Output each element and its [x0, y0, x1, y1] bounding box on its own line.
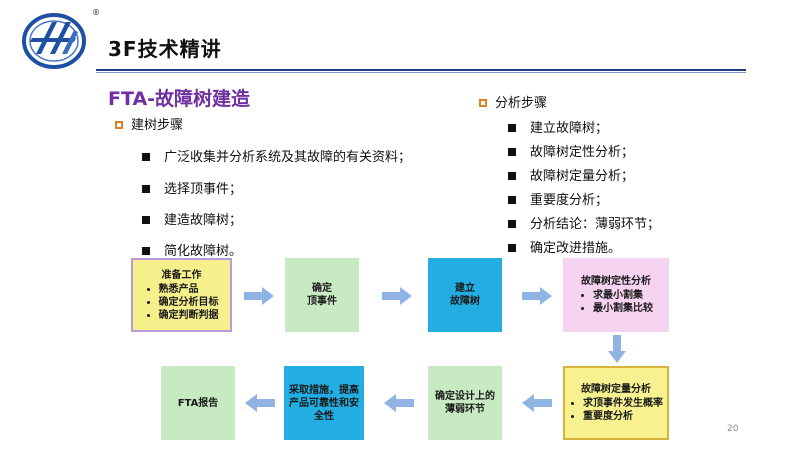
top-event-line: 顶事件: [307, 296, 337, 307]
list-item: 广泛收集并分析系统及其故障的有关资料；: [142, 146, 411, 165]
qualitative-list: 求最小割集 最小割集比较: [579, 289, 653, 315]
square-bullet-icon: [479, 98, 487, 107]
qualitative-item: 最小割集比较: [593, 302, 653, 315]
quantitative-item: 重要度分析: [583, 410, 663, 423]
list-item: 建立故障树；: [508, 117, 608, 136]
bullet-icon: [508, 171, 516, 180]
flow-box-preparation: 准备工作 熟悉产品 确定分析目标 确定判断判据: [131, 258, 232, 332]
list-item-text: 简化故障树。: [164, 244, 243, 259]
left-heading-text: 建树步骤: [131, 118, 184, 133]
bullet-icon: [508, 195, 516, 204]
list-item-text: 选择顶事件；: [164, 182, 243, 197]
arrow-right-icon: [244, 287, 274, 305]
registered-mark: ®: [92, 8, 100, 17]
bullet-icon: [508, 147, 516, 156]
list-item-text: 分析结论：薄弱环节；: [530, 217, 661, 232]
left-section-heading: 建树步骤: [115, 114, 183, 133]
weak-line: 薄弱环节: [445, 404, 485, 415]
measures-line: 采取措施，提高: [289, 384, 359, 396]
list-item: 建造故障树；: [142, 209, 242, 228]
list-item-text: 建立故障树；: [530, 121, 609, 136]
bullet-icon: [508, 219, 516, 228]
measures-line: 全性: [314, 410, 334, 422]
list-item: 故障树定量分析；: [508, 165, 634, 184]
title-rule: [96, 69, 746, 71]
flow-box-report: FTA报告: [161, 366, 235, 440]
title-rule-thin: [96, 72, 746, 73]
arrow-right-icon: [382, 287, 412, 305]
prep-item: 确定分析目标: [159, 296, 219, 309]
prep-list: 熟悉产品 确定分析目标 确定判断判据: [145, 283, 219, 322]
bullet-icon: [142, 215, 150, 224]
arrow-left-icon: [245, 394, 275, 412]
page-number: 20: [727, 424, 739, 434]
qualitative-item: 求最小割集: [593, 289, 653, 302]
prep-item: 确定判断判据: [159, 309, 219, 322]
flow-box-build-tree: 建立 故障树: [428, 258, 502, 332]
page-title: 3F技术精讲: [108, 37, 222, 61]
flow-box-measures: 采取措施，提高 产品可靠性和安 全性: [284, 366, 364, 440]
prep-title: 准备工作: [161, 269, 202, 281]
flow-box-top-event: 确定 顶事件: [285, 258, 359, 332]
list-item-text: 确定改进措施。: [530, 241, 622, 256]
list-item-text: 故障树定量分析；: [530, 169, 635, 184]
quantitative-list: 求顶事件发生概率 重要度分析: [569, 397, 663, 423]
arrow-left-icon: [522, 394, 552, 412]
flow-box-weak-points: 确定设计上的 薄弱环节: [428, 366, 502, 440]
list-item: 简化故障树。: [142, 240, 242, 259]
bullet-icon: [508, 123, 516, 132]
arrow-down-icon: [608, 335, 626, 363]
arrow-left-icon: [384, 394, 414, 412]
top-event-line: 确定: [312, 283, 332, 294]
list-item-text: 广泛收集并分析系统及其故障的有关资料；: [164, 150, 412, 165]
list-item-text: 重要度分析；: [530, 193, 609, 208]
list-item: 重要度分析；: [508, 189, 608, 208]
build-line: 建立: [455, 283, 475, 294]
right-heading-text: 分析步骤: [495, 96, 548, 111]
report-label: FTA报告: [177, 397, 219, 409]
prep-item: 熟悉产品: [159, 283, 219, 296]
flow-box-quantitative: 故障树定量分析 求顶事件发生概率 重要度分析: [563, 366, 669, 440]
list-item: 故障树定性分析；: [508, 141, 634, 160]
list-item-text: 故障树定性分析；: [530, 145, 635, 160]
flow-box-qualitative: 故障树定性分析 求最小割集 最小割集比较: [563, 258, 669, 332]
company-logo-icon: [22, 13, 86, 69]
right-section-heading: 分析步骤: [479, 92, 547, 111]
list-item: 选择顶事件；: [142, 178, 242, 197]
square-bullet-icon: [115, 120, 123, 129]
weak-line: 确定设计上的: [435, 391, 495, 402]
section-title: FTA-故障树建造: [108, 88, 251, 110]
qualitative-title: 故障树定性分析: [581, 276, 651, 287]
bullet-icon: [142, 184, 150, 193]
list-item: 分析结论：薄弱环节；: [508, 213, 660, 232]
quantitative-item: 求顶事件发生概率: [583, 397, 663, 410]
arrow-right-icon: [522, 287, 552, 305]
quantitative-title: 故障树定量分析: [581, 384, 651, 395]
build-line: 故障树: [450, 296, 480, 307]
list-item: 确定改进措施。: [508, 237, 621, 256]
list-item-text: 建造故障树；: [164, 213, 243, 228]
bullet-icon: [142, 246, 150, 255]
measures-line: 产品可靠性和安: [289, 397, 359, 409]
bullet-icon: [142, 152, 150, 161]
bullet-icon: [508, 243, 516, 252]
